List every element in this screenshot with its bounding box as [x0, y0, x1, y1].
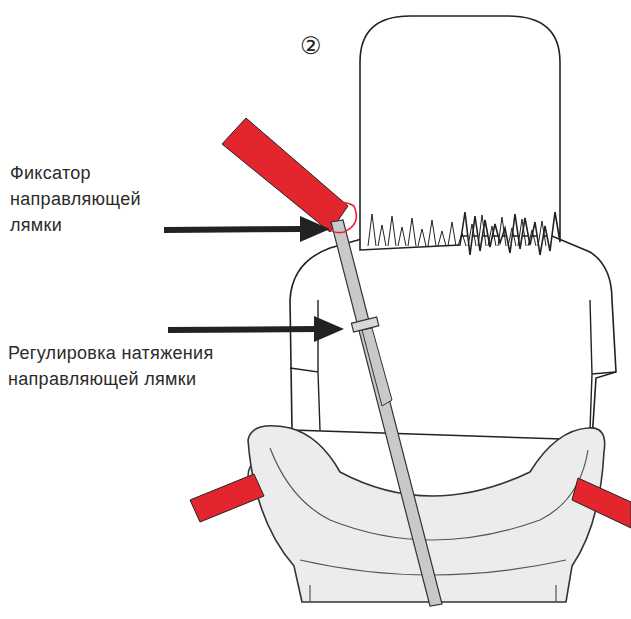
tension-adjuster	[351, 317, 378, 332]
shoulder-belt	[222, 118, 348, 232]
part-label: Фиксатор направляющей лямки	[10, 160, 170, 238]
hair-ends	[368, 214, 546, 246]
strap-tail	[362, 328, 392, 406]
sleeve-lines	[290, 300, 616, 430]
pointer-arrowhead	[300, 216, 330, 242]
callout-number: ②	[300, 32, 340, 60]
guide-strap	[331, 220, 442, 606]
pointer-arrow	[168, 329, 318, 330]
pointer-arrowhead	[314, 316, 344, 342]
pointer-arrow	[164, 229, 304, 230]
lap-belt-right	[572, 478, 631, 528]
strap-clip	[324, 202, 356, 232]
hair	[360, 16, 560, 255]
lap-belt-left	[190, 474, 264, 522]
part-label: Регулировка натяжения направляющей лямки	[8, 340, 308, 392]
shirt	[290, 236, 616, 440]
